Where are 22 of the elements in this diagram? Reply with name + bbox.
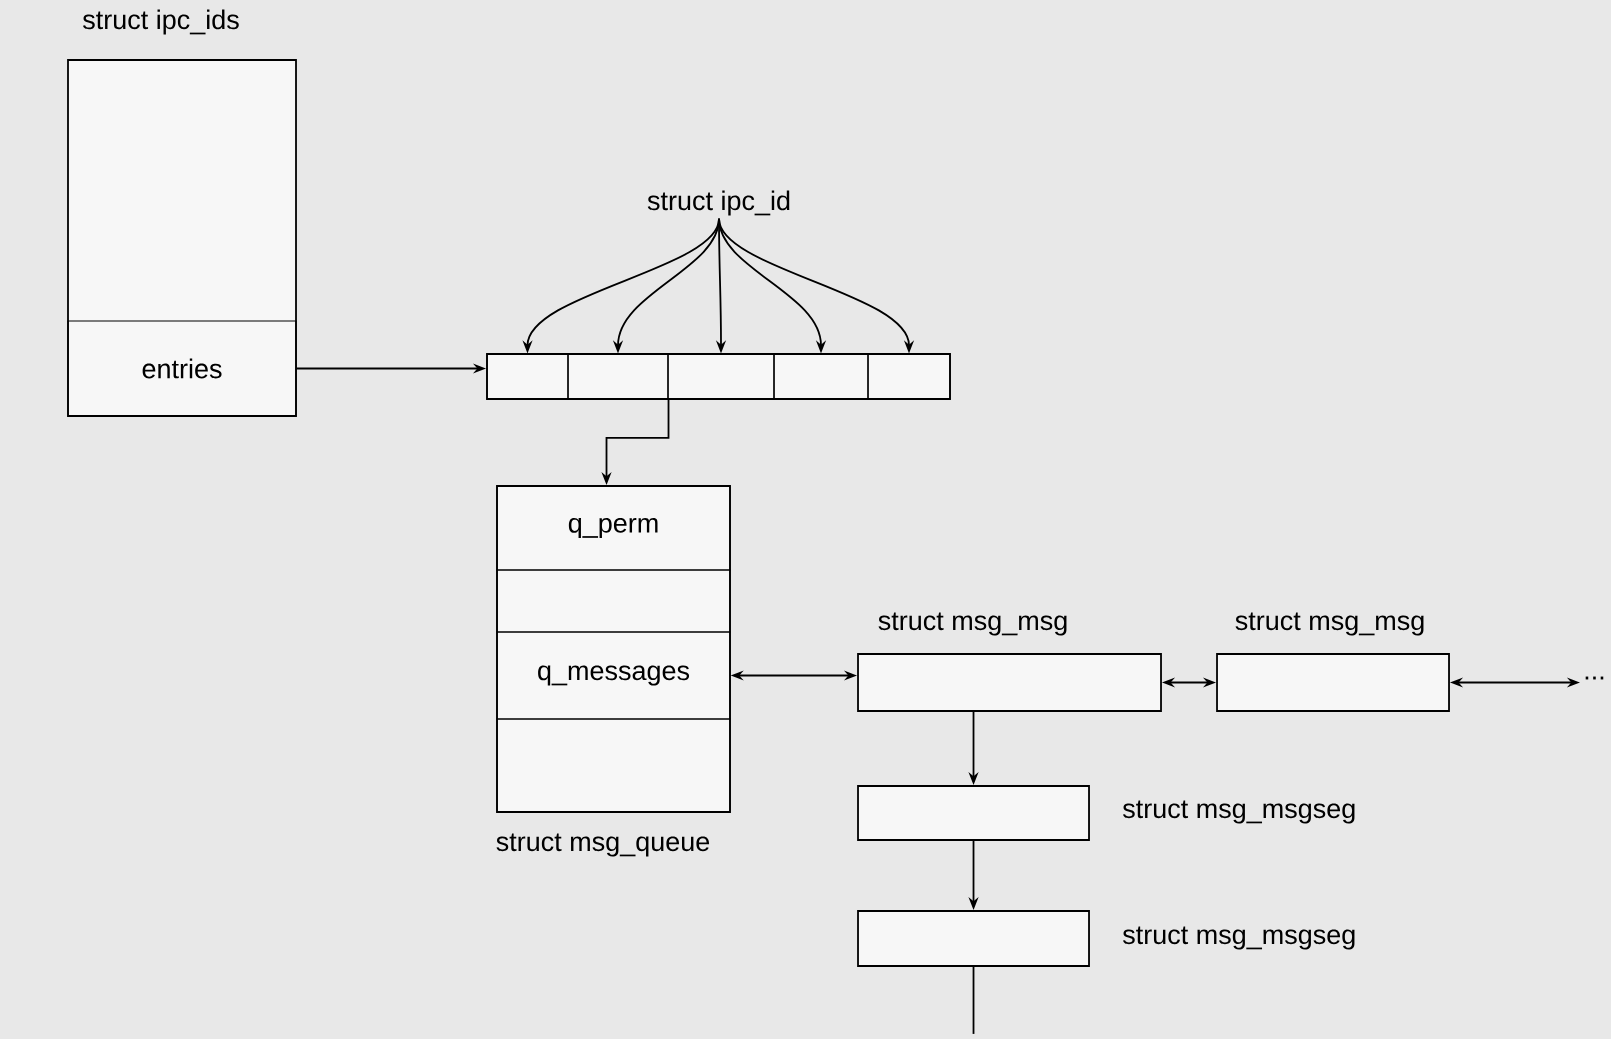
node-label: struct msg_msg	[878, 612, 1067, 636]
ellipsis: ...	[1585, 676, 1604, 680]
array-cell	[867, 353, 951, 400]
array-cell	[667, 353, 775, 400]
array-cell	[773, 353, 869, 400]
array-cell	[567, 353, 669, 400]
struct-box: struct msg_msgseg	[857, 910, 1355, 967]
struct-box: struct msg_msgseg	[857, 785, 1355, 841]
text-label: struct ipc_id	[647, 190, 790, 216]
node-label: struct ipc_ids	[82, 9, 239, 35]
struct-box: struct msg_msg	[857, 612, 1162, 712]
node-label: struct msg_queue	[496, 833, 710, 857]
table-cell: q_messages	[496, 631, 731, 720]
node-label: struct msg_msgseg	[1122, 800, 1355, 824]
table-cell: entries	[67, 320, 297, 417]
node-label: struct msg_msg	[1235, 612, 1424, 636]
struct-box: struct msg_msg	[1216, 612, 1450, 712]
array-cell	[486, 353, 569, 400]
table-cell	[496, 569, 731, 633]
table-cell	[496, 718, 731, 813]
table-cell: q_perm	[496, 485, 731, 571]
node-label: struct msg_msgseg	[1122, 926, 1355, 950]
